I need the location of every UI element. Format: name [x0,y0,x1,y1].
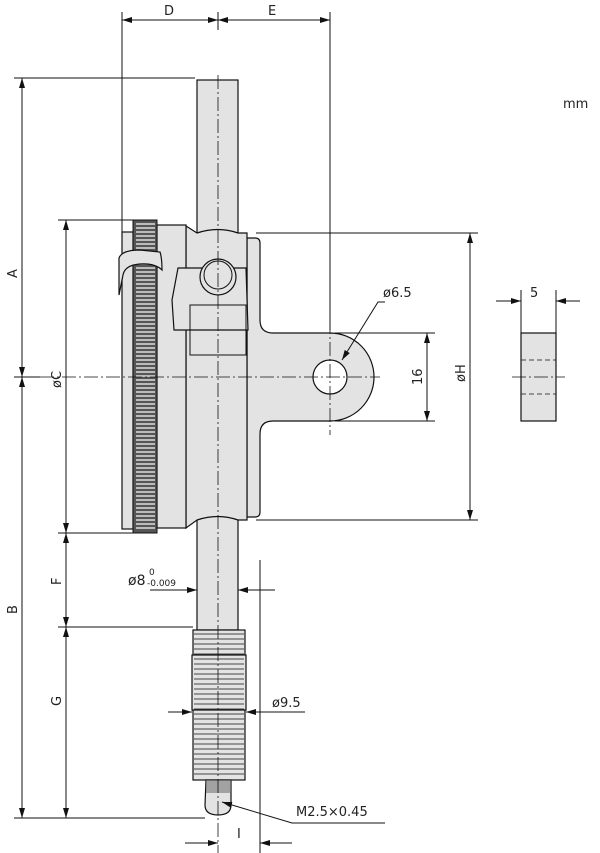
dim-a-label: A [6,269,21,278]
dim-e-label: E [268,4,276,19]
stem-tol-upper: 0 [149,568,155,578]
sleeve-dia-label: ø9.5 [272,696,301,711]
dim-f-label: F [50,578,65,585]
mounting-sleeve [191,654,247,711]
dim-h-label: øH [454,364,469,382]
threaded-stem [191,629,247,781]
dim-d-label: D [164,4,174,19]
stem-tol-lower: -0.009 [147,579,176,589]
dim-c-label: øC [50,371,65,388]
thread-label: M2.5×0.45 [296,805,368,820]
stem-dia-label: ø8 [128,573,145,589]
dim-5-label: 5 [530,286,538,301]
dim-g-label: G [50,696,65,706]
hole-label: ø6.5 [383,286,412,301]
bezel-clamp [118,249,163,296]
crystal [121,231,134,530]
units-label: mm [563,97,588,112]
back-lug [246,237,375,518]
dim-16-label: 16 [411,368,426,385]
dim-i-label: I [237,827,241,842]
dim-b-label: B [6,605,21,614]
lug-side-view [512,332,565,422]
